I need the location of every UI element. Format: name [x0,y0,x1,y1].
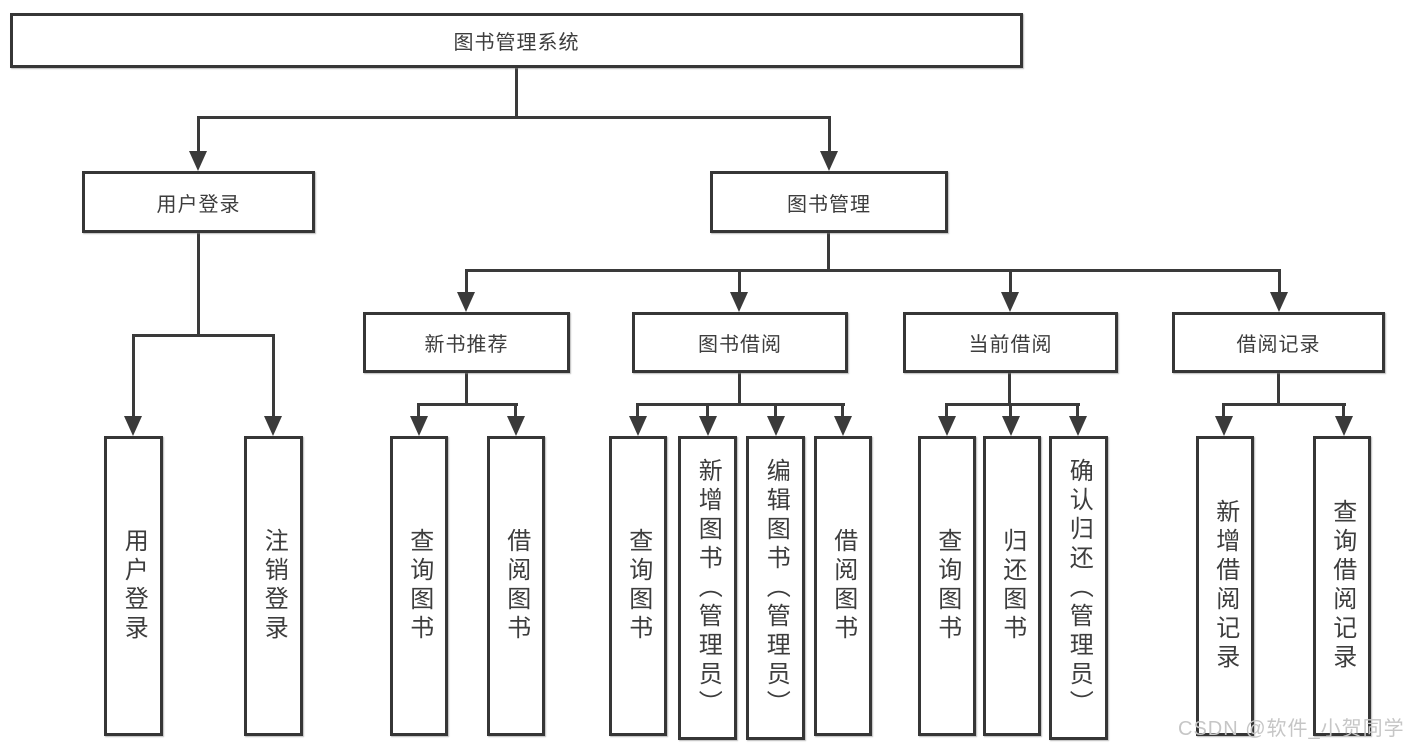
connector-line [465,269,468,296]
leaf-label: 查询图书 [405,528,433,644]
leaf-label: 用户登录 [120,528,148,644]
node-book-management-branch: 图书管理 [710,171,948,233]
leaf-query-books-3: 查询图书 [918,436,976,736]
leaf-label: 归还图书 [998,528,1026,644]
connector-line [1222,403,1346,406]
leaf-label: 查询借阅记录 [1328,499,1356,673]
leaf-add-books-admin: 新增图书（管理员） [678,436,737,740]
connector-line [272,334,275,419]
node-label: 图书管理 [787,193,871,216]
leaf-confirm-return-admin: 确认归还（管理员） [1049,436,1108,740]
arrow-down-icon [457,292,475,312]
connector-line [132,334,275,337]
connector-line [197,116,831,119]
connector-line [465,269,1281,272]
connector-line [636,403,639,419]
connector-line [1277,373,1280,406]
connector-line [1008,373,1011,406]
connector-line [828,116,831,154]
connector-line [197,233,200,337]
arrow-down-icon [938,416,956,436]
arrow-down-icon [124,416,142,436]
connector-line [465,373,468,406]
leaf-label: 查询图书 [933,528,961,644]
arrow-down-icon [730,292,748,312]
node-label: 借阅记录 [1236,334,1321,356]
leaf-label: 新增借阅记录 [1211,499,1239,673]
node-label: 当前借阅 [968,334,1053,356]
leaf-query-books-2: 查询图书 [609,436,667,736]
connector-line [827,233,830,272]
node-borrowing-records: 借阅记录 [1172,312,1385,373]
connector-line [132,334,135,419]
connector-line [636,403,845,406]
leaf-user-login: 用户登录 [104,436,163,736]
connector-line [738,373,741,406]
leaf-return-books: 归还图书 [983,436,1041,736]
connector-line [197,116,200,154]
leaf-label: 注销登录 [260,528,288,644]
leaf-borrow-books-1: 借阅图书 [487,436,545,736]
node-new-book-recommendation: 新书推荐 [363,312,570,373]
leaf-label: 借阅图书 [829,528,857,644]
arrow-down-icon [1215,416,1233,436]
leaf-label: 确认归还（管理员） [1065,457,1093,719]
leaf-label: 新增图书（管理员） [694,457,722,719]
leaf-label: 查询图书 [624,528,652,644]
connector-line [1342,403,1345,419]
connector-line [774,403,777,419]
node-user-login-branch: 用户登录 [82,171,315,233]
leaf-query-borrow-record: 查询借阅记录 [1313,436,1371,736]
csdn-watermark: CSDN @软件_小贺同学 [1178,718,1405,740]
node-label: 图书借阅 [698,334,782,356]
node-root: 图书管理系统 [10,13,1023,68]
node-book-borrowing: 图书借阅 [632,312,848,373]
arrow-down-icon [1002,416,1020,436]
arrow-down-icon [410,416,428,436]
leaf-add-borrow-record: 新增借阅记录 [1196,436,1254,736]
node-current-borrowing: 当前借阅 [903,312,1118,373]
arrow-down-icon [767,416,785,436]
connector-line [417,403,420,419]
arrow-down-icon [834,416,852,436]
leaf-label: 编辑图书（管理员） [762,457,790,719]
connector-line [515,68,518,118]
leaf-label: 借阅图书 [502,528,530,644]
arrow-down-icon [1001,292,1019,312]
connector-line [706,403,709,419]
connector-line [1278,269,1281,296]
connector-line [514,403,517,419]
arrow-down-icon [820,151,838,171]
node-root-label: 图书管理系统 [453,32,580,54]
connector-line [945,403,948,419]
arrow-down-icon [1335,416,1353,436]
arrow-down-icon [1069,416,1087,436]
connector-line [417,403,518,406]
node-label: 用户登录 [156,193,241,216]
arrow-down-icon [264,416,282,436]
connector-line [1076,403,1079,419]
connector-line [1222,403,1225,419]
arrow-down-icon [189,151,207,171]
arrow-down-icon [1270,292,1288,312]
arrow-down-icon [699,416,717,436]
leaf-logout: 注销登录 [244,436,303,736]
connector-line [945,403,1080,406]
node-label: 新书推荐 [424,334,509,356]
leaf-query-books-1: 查询图书 [390,436,448,736]
arrow-down-icon [629,416,647,436]
connector-line [738,269,741,296]
leaf-borrow-books-2: 借阅图书 [814,436,872,736]
connector-line [1009,269,1012,296]
leaf-edit-books-admin: 编辑图书（管理员） [746,436,805,740]
arrow-down-icon [507,416,525,436]
connector-line [841,403,844,419]
connector-line [1009,403,1012,419]
